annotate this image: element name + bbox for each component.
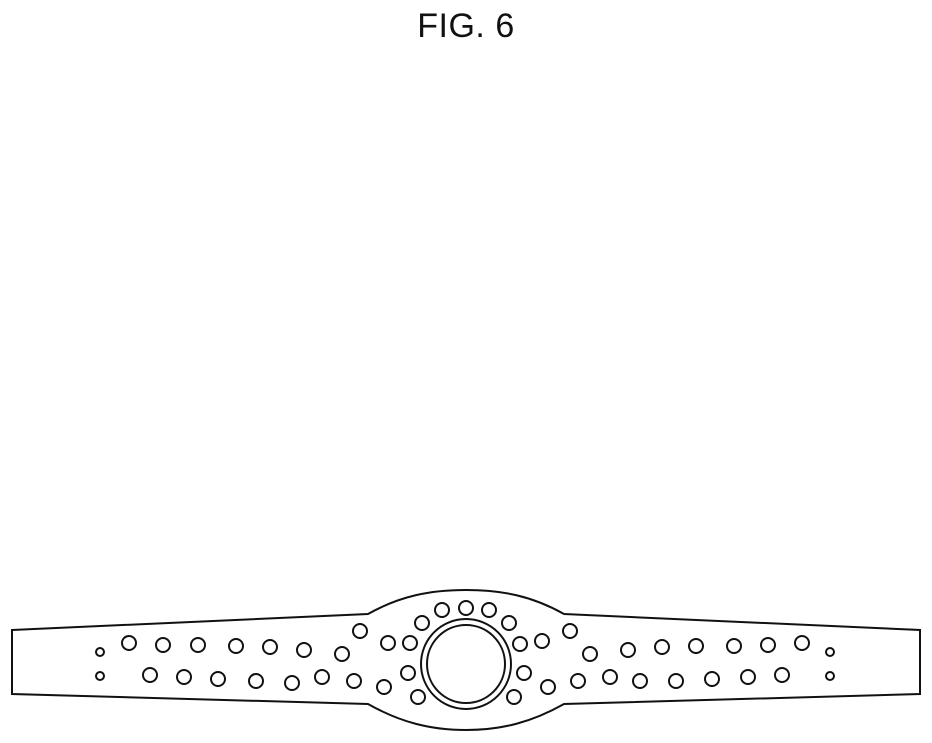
perforation-hole (459, 601, 473, 615)
perforation-hole (353, 624, 367, 638)
perforation-hole (211, 672, 225, 686)
perforation-hole (571, 674, 585, 688)
perforation-hole (583, 647, 597, 661)
perforation-hole (502, 616, 516, 630)
perforation-hole (191, 638, 205, 652)
perforation-hole (826, 648, 834, 656)
perforation-hole (297, 643, 311, 657)
perforation-hole (435, 603, 449, 617)
perforation-hole (377, 680, 391, 694)
perforation-hole (285, 676, 299, 690)
perforation-hole (143, 668, 157, 682)
perforation-hole (795, 636, 809, 650)
perforation-hole (541, 680, 555, 694)
perforation-hole (689, 639, 703, 653)
perforation-hole (741, 670, 755, 684)
perforation-hole (415, 616, 429, 630)
perforation-hole (775, 668, 789, 682)
perforation-hole (381, 636, 395, 650)
perforation-hole (401, 666, 415, 680)
perforation-hole (177, 670, 191, 684)
perforation-hole (403, 636, 417, 650)
perforation-hole (535, 634, 549, 648)
perforation-hole (633, 674, 647, 688)
perforation-hole (411, 690, 425, 704)
perforation-hole (655, 640, 669, 654)
perforation-hole (263, 640, 277, 654)
perforation-hole (517, 666, 531, 680)
perforation-hole (335, 647, 349, 661)
perforation-hole (513, 637, 527, 651)
perforation-hole (563, 624, 577, 638)
perforation-hole (482, 603, 496, 617)
perforation-hole (249, 674, 263, 688)
perforation-hole (669, 674, 683, 688)
perforation-hole (96, 648, 104, 656)
perforation-hole (156, 638, 170, 652)
perforation-hole (315, 670, 329, 684)
perforation-hole (621, 643, 635, 657)
perforation-hole (347, 674, 361, 688)
perforation-hole (826, 672, 834, 680)
perforation-hole (603, 670, 617, 684)
perforation-hole (727, 639, 741, 653)
perforation-hole (96, 672, 104, 680)
perforation-hole (122, 636, 136, 650)
perforation-hole (507, 690, 521, 704)
perforation-hole (705, 672, 719, 686)
perforation-hole (229, 639, 243, 653)
perforation-hole (761, 638, 775, 652)
